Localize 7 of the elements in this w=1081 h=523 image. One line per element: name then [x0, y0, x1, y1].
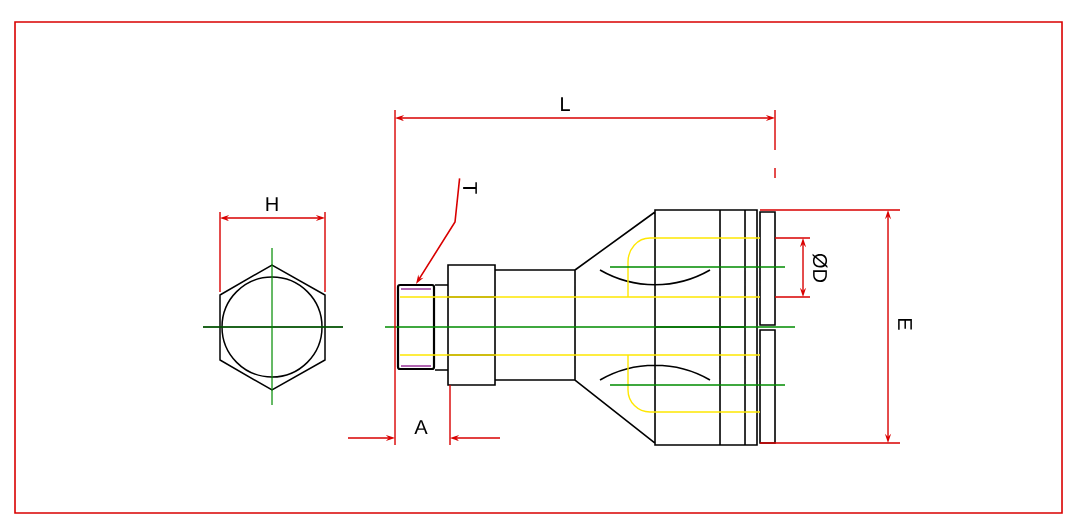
- dimension-label: A: [414, 420, 428, 434]
- thread-box: [396, 283, 436, 371]
- thread-label: T: [459, 178, 481, 198]
- dimension-label: E: [898, 319, 912, 330]
- dimension-label: H: [266, 197, 278, 211]
- dimension-label: L: [561, 97, 570, 111]
- dimension-label: ØD: [812, 253, 828, 283]
